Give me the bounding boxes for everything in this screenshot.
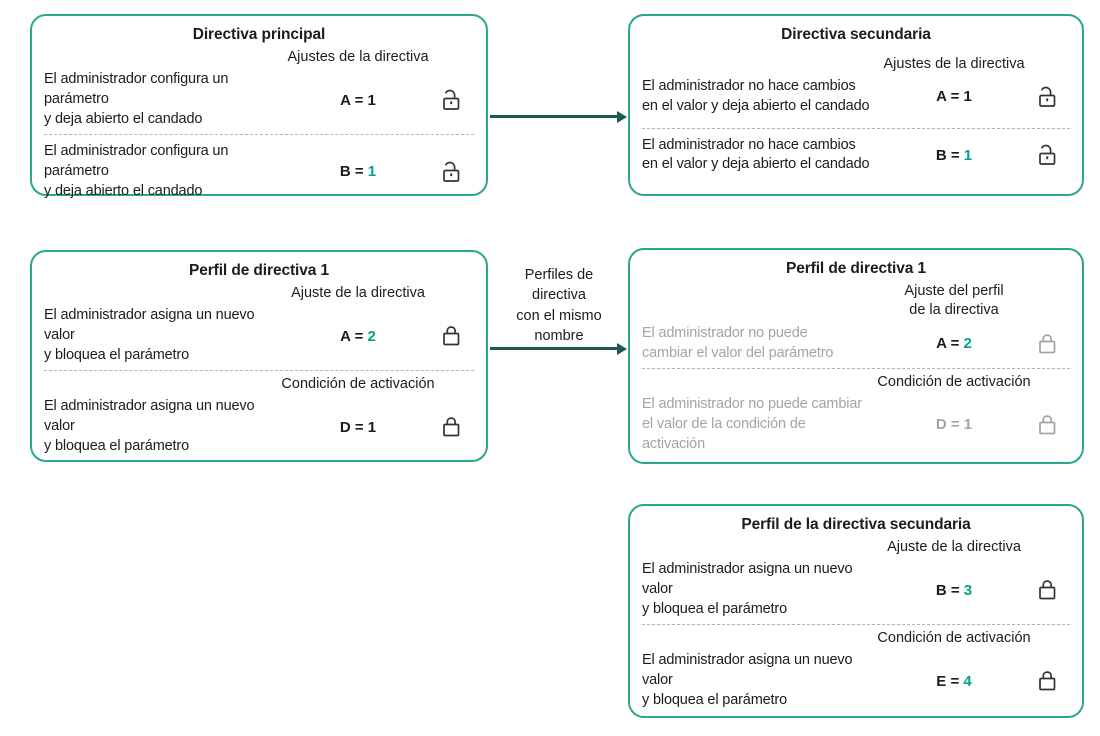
- value-label: A =: [340, 327, 368, 345]
- setting-row-a: Ajustes de la directiva El administrador…: [642, 51, 1070, 121]
- box-perfil-directiva-secundaria: Perfil de la directiva secundaria Ajuste…: [628, 504, 1084, 718]
- activation-row-e: Condición de activación El administrador…: [642, 624, 1070, 715]
- column-header: Ajustes de la directiva: [883, 55, 1025, 72]
- setting-row-b: El administrador configura un parámetro …: [44, 134, 474, 206]
- value-label: B =: [935, 581, 964, 599]
- value-number: 1: [367, 163, 377, 181]
- value-number: 1: [367, 91, 376, 109]
- setting-row-b: Ajuste de la directiva El administrador …: [642, 534, 1070, 624]
- setting-value: D = 1: [936, 416, 972, 433]
- row-description: El administrador configura un parámetro …: [44, 71, 229, 128]
- value-number: 1: [963, 416, 973, 434]
- column-header: Ajustes de la directiva: [287, 49, 429, 65]
- column-header: Condición de activación: [877, 630, 1031, 646]
- box-directiva-principal: Directiva principal Ajustes de la direct…: [30, 14, 488, 199]
- value-number: 3: [963, 581, 973, 599]
- setting-row-a: Ajuste del perfil de la directiva El adm…: [642, 278, 1070, 368]
- setting-row-b: El administrador no hace cambios en el v…: [642, 127, 1070, 180]
- value-number: 2: [367, 327, 376, 345]
- box-perfil-directiva-1: Perfil de directiva 1 Ajuste de la direc…: [30, 250, 488, 462]
- value-label: B =: [935, 146, 964, 164]
- setting-value: A = 1: [936, 88, 972, 105]
- setting-value: B = 3: [936, 582, 972, 599]
- setting-row-a: Ajustes de la directiva El administrador…: [44, 44, 474, 134]
- value-label: A =: [340, 91, 368, 109]
- row-description: El administrador no puede cambiar el val…: [642, 395, 862, 452]
- setting-value: A = 2: [340, 328, 376, 345]
- locked-icon: [1036, 332, 1058, 356]
- row-description: El administrador asigna un nuevo valor y…: [44, 398, 255, 455]
- activation-row-d: Condición de activación El administrador…: [642, 367, 1070, 459]
- unlocked-icon: [440, 160, 462, 184]
- setting-value: B = 1: [340, 163, 376, 180]
- column-header: Ajuste de la directiva: [887, 539, 1021, 555]
- box-title: Perfil de la directiva secundaria: [741, 516, 971, 533]
- column-header: Condición de activación: [281, 376, 435, 392]
- setting-value: A = 1: [340, 92, 376, 109]
- row-description: El administrador asigna un nuevo valor y…: [44, 307, 255, 364]
- box-sections: Ajuste de la directiva El administrador …: [642, 534, 1070, 715]
- inheritance-arrow-top: [490, 115, 618, 118]
- box-title: Perfil de directiva 1: [785, 260, 927, 277]
- locked-icon: [1036, 413, 1058, 437]
- value-number: 1: [963, 146, 973, 164]
- value-label: E =: [936, 672, 964, 690]
- unlocked-icon: [1036, 85, 1058, 109]
- locked-icon: [1036, 578, 1058, 602]
- value-label: A =: [936, 88, 964, 106]
- inheritance-arrow-middle: [490, 347, 618, 350]
- value-number: 1: [367, 418, 377, 436]
- column-header: Ajuste de la directiva: [291, 285, 425, 301]
- value-label: D =: [339, 418, 368, 436]
- locked-icon: [1036, 669, 1058, 693]
- box-perfil-directiva-1-heredado: Perfil de directiva 1 Ajuste del perfil …: [628, 248, 1084, 464]
- row-description: El administrador asigna un nuevo valor y…: [642, 561, 853, 618]
- arrow-label: Perfiles de directiva con el mismo nombr…: [516, 267, 602, 344]
- locked-icon: [440, 324, 462, 348]
- row-description: El administrador configura un parámetro …: [44, 143, 229, 199]
- locked-icon: [440, 415, 462, 439]
- box-title: Directiva secundaria: [781, 26, 931, 43]
- row-description: El administrador asigna un nuevo valor y…: [642, 652, 853, 709]
- setting-row-a: Ajuste de la directiva El administrador …: [44, 280, 474, 370]
- box-sections: Ajustes de la directiva El administrador…: [642, 44, 1070, 186]
- box-title: Directiva principal: [192, 26, 326, 43]
- value-number: 2: [963, 335, 972, 353]
- box-directiva-secundaria: Directiva secundaria Ajustes de la direc…: [628, 14, 1084, 196]
- setting-value: E = 4: [936, 673, 971, 690]
- unlocked-icon: [1036, 143, 1058, 167]
- column-header: Ajuste del perfil de la directiva: [904, 283, 1004, 319]
- box-title: Perfil de directiva 1: [188, 262, 330, 279]
- value-label: B =: [339, 163, 368, 181]
- column-header: Condición de activación: [877, 373, 1031, 390]
- row-description: El administrador no hace cambios en el v…: [642, 78, 870, 114]
- box-sections: Ajuste del perfil de la directiva El adm…: [642, 278, 1070, 459]
- setting-value: D = 1: [340, 419, 376, 436]
- box-sections: Ajuste de la directiva El administrador …: [44, 280, 474, 461]
- setting-value: A = 2: [936, 335, 972, 352]
- row-description: El administrador no puede cambiar el val…: [642, 324, 834, 361]
- setting-value: B = 1: [936, 147, 972, 164]
- activation-row-d: Condición de activación El administrador…: [44, 370, 474, 461]
- unlocked-icon: [440, 88, 462, 112]
- value-label: A =: [936, 335, 964, 353]
- value-number: 1: [963, 88, 972, 106]
- box-sections: Ajustes de la directiva El administrador…: [44, 44, 474, 206]
- row-description: El administrador no hace cambios en el v…: [642, 136, 870, 173]
- value-label: D =: [935, 416, 964, 434]
- value-number: 4: [963, 672, 972, 690]
